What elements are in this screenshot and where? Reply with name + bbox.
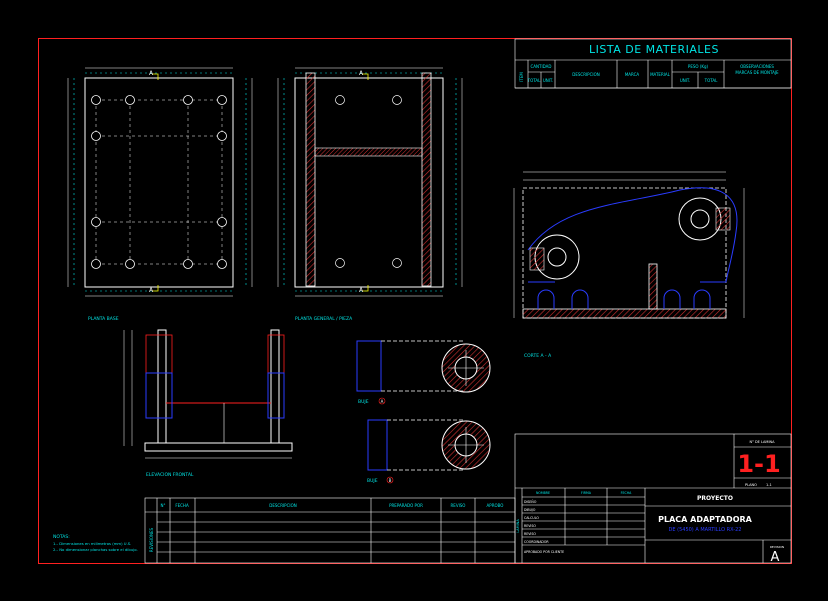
revisions-col-desc: DESCRIPCION xyxy=(269,503,296,508)
bushing-a-view: BUJE A xyxy=(356,340,491,405)
elevation-title: ELEVACION FRONTAL xyxy=(146,472,194,478)
sheet-number-label: N° DE LAMINA xyxy=(750,440,776,444)
revisions-col-prepared: PREPARADO POR xyxy=(389,503,423,508)
col-qty-unit: UNIT. xyxy=(543,78,553,83)
bushing-a-title: BUJE xyxy=(358,399,369,405)
title-block-row-3: CALCULO xyxy=(524,516,539,520)
revisions-label: REVISIONES xyxy=(149,527,154,552)
title-block-row-5: REVISO xyxy=(524,532,536,536)
title-block-head-date: FECHA xyxy=(621,491,632,495)
notes-line-1: 1.- Dimensiones en milimetros (mm) U.S. xyxy=(53,541,131,546)
title-block-row-4: REVISO xyxy=(524,524,536,528)
base-plan-view: A A PLANTA BASE xyxy=(67,67,253,322)
col-observations: OBSERVACIONES xyxy=(740,64,774,69)
col-qty-total: TOTAL xyxy=(527,78,541,83)
drawing-border xyxy=(38,38,792,564)
general-cut-mark-bottom: A xyxy=(359,287,364,294)
col-desc: DESCRIPCION xyxy=(572,72,599,77)
project-label: PROYECTO xyxy=(697,495,733,502)
title-block-head-signature: FIRMA xyxy=(581,491,592,495)
col-brand: MARCA xyxy=(625,72,640,77)
base-plan-title: PLANTA BASE xyxy=(88,316,119,322)
bushing-b-view: BUJE B xyxy=(367,419,491,484)
base-cut-mark-top: A xyxy=(149,70,154,77)
general-plan-view: A A PLANTA GENERAL / PIEZA xyxy=(277,67,463,322)
title-block-row-6: COORDINADOR xyxy=(524,540,549,544)
revisions-col-reviewed: REVISO xyxy=(451,503,466,508)
sheet-number: 1-1 xyxy=(737,450,780,478)
bushing-a-mark: A xyxy=(381,399,384,404)
materials-table xyxy=(514,38,792,89)
title-block-row-7: APROBADO POR CLIENTE xyxy=(524,550,564,554)
section-title: CORTE A - A xyxy=(524,353,552,359)
title-block-side-label: LAMINA xyxy=(516,519,520,533)
materials-table-title: LISTA DE MATERIALES xyxy=(589,43,719,56)
col-weight: PESO (Kg) xyxy=(688,64,709,69)
col-weight-total: TOTAL xyxy=(704,78,718,83)
project-title: PLACA ADAPTADORA xyxy=(658,515,753,524)
revisions-col-approved: APROBO xyxy=(487,503,504,508)
bushing-b-mark: B xyxy=(389,478,392,483)
sheet-of-value: 1-1 xyxy=(766,483,772,487)
revisions-col-date: FECHA xyxy=(175,503,189,508)
notes-title: NOTAS: xyxy=(53,534,70,540)
general-cut-mark-top: A xyxy=(359,70,364,77)
col-assembly-marks: MARCAS DE MONTAJE xyxy=(735,70,779,75)
general-plan-title: PLANTA GENERAL / PIEZA xyxy=(295,316,353,322)
bushing-b-title: BUJE xyxy=(367,478,378,484)
revision-label: REVISION xyxy=(770,545,784,549)
title-block-head-name: NOMBRE xyxy=(536,491,550,495)
title-block-row-2: DIBUJO xyxy=(524,508,536,512)
notes-line-2: 2.- No dimensionar planchas sobre el dib… xyxy=(53,547,138,552)
sheet-of-label: PLANO xyxy=(745,483,757,487)
col-qty: CANTIDAD xyxy=(531,64,552,69)
title-block-row-1: DISEÑO xyxy=(524,499,537,504)
col-weight-unit: UNIT. xyxy=(680,78,690,83)
section-a-a-view: CORTE A - A xyxy=(513,171,745,359)
project-subtitle: DE (5450) A MARTILLO RX-22 xyxy=(669,527,742,533)
base-cut-mark-bottom: A xyxy=(149,287,154,294)
col-item: ITEM xyxy=(519,72,524,82)
front-elevation-view: ELEVACION FRONTAL xyxy=(123,329,293,478)
col-material: MATERIAL xyxy=(650,72,671,77)
title-block xyxy=(514,433,792,564)
revision-value: A xyxy=(771,550,780,565)
revisions-col-n: N° xyxy=(161,503,166,508)
